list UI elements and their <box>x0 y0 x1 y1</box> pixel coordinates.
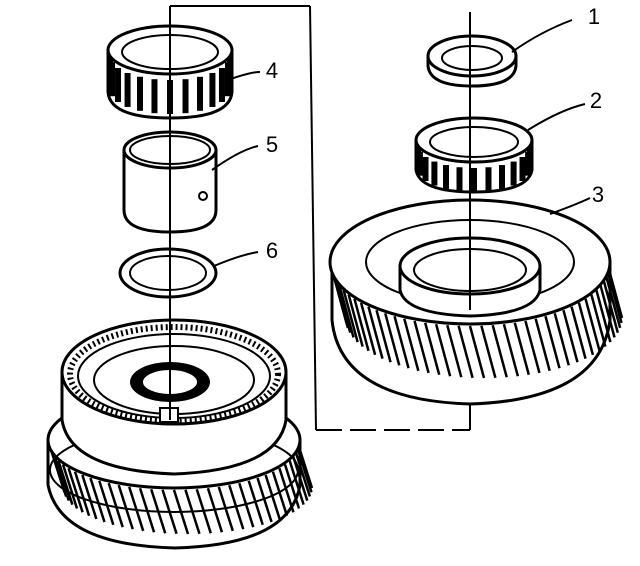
callout-leaders <box>211 19 591 267</box>
helical-gear-right <box>328 198 624 406</box>
needle-bearing-right <box>414 116 534 194</box>
callout-label-5: 5 <box>266 132 278 157</box>
callout-label-3: 3 <box>592 182 604 207</box>
callout-label-2: 2 <box>590 88 602 113</box>
callout-label-1: 1 <box>588 4 600 29</box>
callout-label-4: 4 <box>266 58 278 83</box>
thrust-washer <box>426 34 518 88</box>
needle-bearing-left <box>106 24 234 120</box>
bearing-cage-right <box>415 146 533 192</box>
washer-left <box>118 247 218 299</box>
callout-label-6: 6 <box>266 238 278 263</box>
gear-with-synchronizer <box>46 318 314 550</box>
